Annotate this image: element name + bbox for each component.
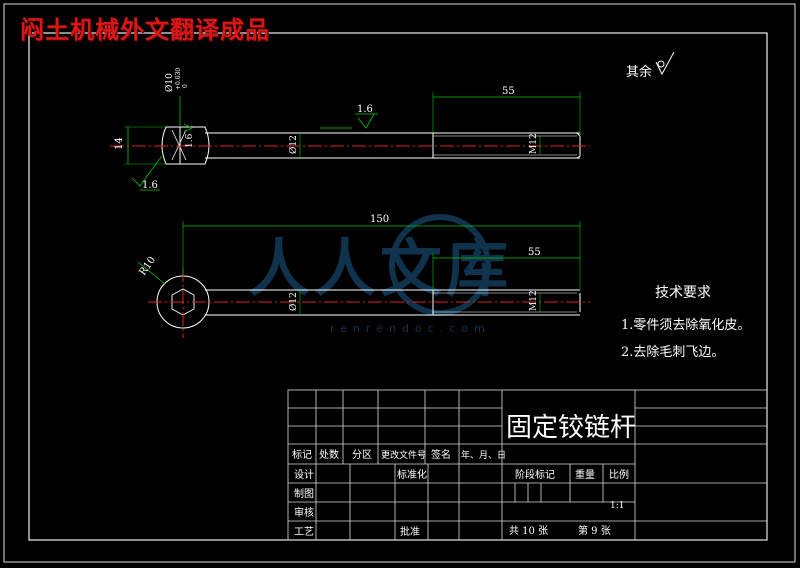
rev-header: 签名 bbox=[431, 448, 451, 461]
label-standardize: 标准化 bbox=[397, 468, 427, 481]
view1-dim-length: 55 bbox=[502, 86, 515, 97]
watermark-url: renrendoc.com bbox=[330, 322, 491, 335]
view1-chamfer bbox=[576, 155, 581, 159]
scale-value: 1:1 bbox=[610, 501, 624, 511]
view1-roughness-b: 1.6 bbox=[142, 180, 158, 191]
surface-finish-general: 其余 bbox=[626, 51, 675, 80]
watermark: 人人文库 renrendoc.com bbox=[248, 214, 512, 335]
view2-dim-radius: R10 bbox=[137, 255, 158, 278]
header-title: 闷土机械外文翻译成品 bbox=[20, 16, 270, 44]
view-1: 14 Ø10 +0.030 0 1.6 1.6 1.6 55 Ø12 M12 bbox=[110, 68, 590, 191]
tech-requirement-item: 1.零件须去除氧化皮。 bbox=[621, 318, 750, 333]
surface-finish-label: 其余 bbox=[626, 64, 652, 80]
view1-roughness-c: 1.6 bbox=[357, 104, 373, 115]
label-scale: 比例 bbox=[609, 468, 629, 481]
tech-requirements: 技术要求 1.零件须去除氧化皮。 2.去除毛刺飞边。 bbox=[621, 285, 750, 360]
watermark-circle bbox=[389, 214, 491, 316]
view1-roughness-a: 1.6 bbox=[185, 133, 195, 148]
label-approve: 批准 bbox=[400, 525, 420, 538]
view1-leader bbox=[149, 155, 163, 173]
view1-dim-shaft: Ø12 bbox=[288, 135, 299, 154]
view2-dim-thread-len: 55 bbox=[528, 247, 541, 258]
rev-header: 分区 bbox=[352, 449, 372, 461]
view1-head-section-line bbox=[171, 129, 187, 161]
tech-requirement-item: 2.去除毛刺飞边。 bbox=[621, 345, 724, 360]
rev-header: 更改文件号 bbox=[381, 449, 426, 461]
part-name: 固定铰链杆 bbox=[506, 413, 636, 443]
drawing-outer-border bbox=[3, 3, 796, 563]
view1-roughness-a-icon bbox=[183, 123, 193, 133]
view2-dim-radius-leader bbox=[137, 261, 166, 285]
rev-header: 年、月、日 bbox=[461, 449, 506, 461]
roughness-symbol-icon bbox=[655, 51, 675, 76]
view1-head-outline bbox=[161, 126, 210, 165]
title-block-border bbox=[287, 389, 768, 541]
view1-dim-height: 14 bbox=[114, 137, 125, 150]
label-review: 审核 bbox=[294, 506, 314, 519]
view1-chamfer bbox=[576, 132, 581, 137]
view1-roughness-b-icon bbox=[131, 171, 151, 187]
title-block-text: 固定铰链杆 标记 处数 分区 更改文件号 签名 年、月、日 设计 标准化 制图 … bbox=[292, 413, 636, 538]
view1-tol-upper: +0.030 bbox=[175, 68, 182, 90]
view1-tol-lower: 0 bbox=[182, 84, 189, 88]
label-drafting: 制图 bbox=[294, 487, 314, 500]
rev-header: 处数 bbox=[319, 448, 339, 461]
view1-dim-thread: M12 bbox=[529, 133, 539, 154]
label-process: 工艺 bbox=[294, 526, 314, 538]
view2-dim-total: 150 bbox=[370, 214, 389, 225]
view2-dim-thread: M12 bbox=[529, 290, 539, 311]
title-block bbox=[287, 389, 768, 541]
sheet-number: 第 9 张 bbox=[578, 524, 611, 537]
tech-requirements-title: 技术要求 bbox=[655, 285, 711, 301]
view1-roughness-c-icon bbox=[357, 113, 375, 129]
label-weight: 重量 bbox=[575, 468, 595, 481]
view2-dim-shaft: Ø12 bbox=[288, 292, 299, 311]
view1-dim-diameter: Ø10 bbox=[164, 73, 175, 92]
watermark-brand: 人人文库 bbox=[248, 232, 512, 305]
rev-header: 标记 bbox=[292, 449, 312, 461]
roughness-circle-icon bbox=[657, 60, 665, 68]
label-design: 设计 bbox=[294, 468, 314, 481]
sheets-total: 共 10 张 bbox=[509, 525, 548, 537]
label-stage-mark: 阶段标记 bbox=[515, 468, 555, 481]
